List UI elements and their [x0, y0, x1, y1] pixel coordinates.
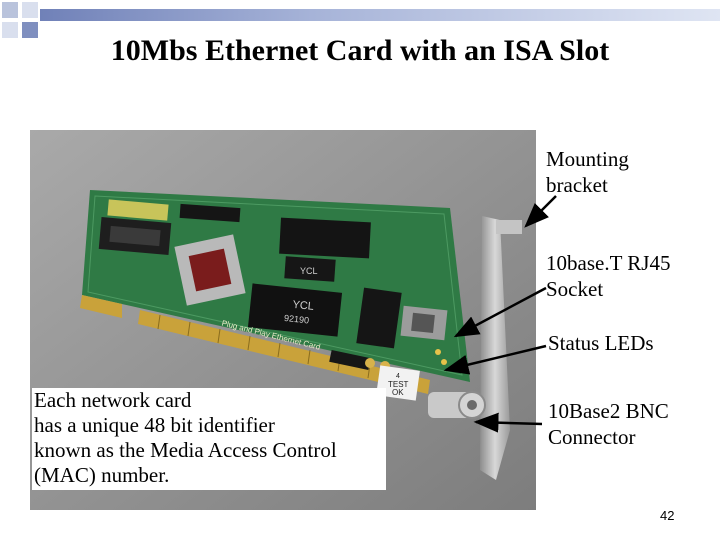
label-bnc-connector: 10Base2 BNC Connector — [548, 398, 708, 450]
caption-line: (MAC) number. — [34, 463, 170, 487]
label-line: 10base.T RJ45 — [546, 251, 671, 275]
slide-title: 10Mbs Ethernet Card with an ISA Slot — [110, 34, 610, 67]
transformer-chip — [247, 283, 343, 337]
status-led — [435, 349, 441, 355]
caption-line: known as the Media Access Control — [34, 438, 337, 462]
card-illustration: YCL 92190 YCL 4 TEST OK Plug and Play Et… — [30, 130, 536, 510]
decor-square — [2, 2, 18, 18]
caption-line: has a unique 48 bit identifier — [34, 413, 275, 437]
page-number: 42 — [660, 508, 675, 523]
controller-chip — [279, 217, 371, 259]
isa-edge-connector — [80, 295, 122, 318]
ethernet-card-photo: YCL 92190 YCL 4 TEST OK Plug and Play Et… — [30, 130, 536, 510]
test-sticker — [376, 365, 420, 401]
label-line: Status LEDs — [548, 331, 654, 355]
decor-square — [2, 22, 18, 38]
label-line: Socket — [546, 277, 604, 301]
caption-line: Each network card — [34, 388, 192, 412]
chip-label: 92190 — [284, 313, 310, 326]
chip-label: YCL — [292, 299, 315, 313]
sticker-text: TEST — [388, 380, 409, 389]
mac-caption: Each network card has a unique 48 bit id… — [32, 388, 386, 490]
sticker-text: OK — [392, 388, 404, 397]
header-bar — [40, 9, 720, 21]
label-line: Connector — [548, 425, 636, 449]
label-line: bracket — [546, 173, 608, 197]
sticker-text: 4 — [396, 373, 400, 380]
decor-square — [22, 22, 38, 38]
label-status-leds: Status LEDs — [548, 330, 708, 356]
label-line: Mounting — [546, 147, 629, 171]
label-rj45-socket: 10base.T RJ45 Socket — [546, 250, 706, 302]
label-mounting-bracket: Mounting bracket — [546, 146, 696, 198]
decor-square — [22, 2, 38, 18]
chip-label: YCL — [300, 266, 318, 276]
label-line: 10Base2 BNC — [548, 399, 669, 423]
status-led — [441, 359, 447, 365]
